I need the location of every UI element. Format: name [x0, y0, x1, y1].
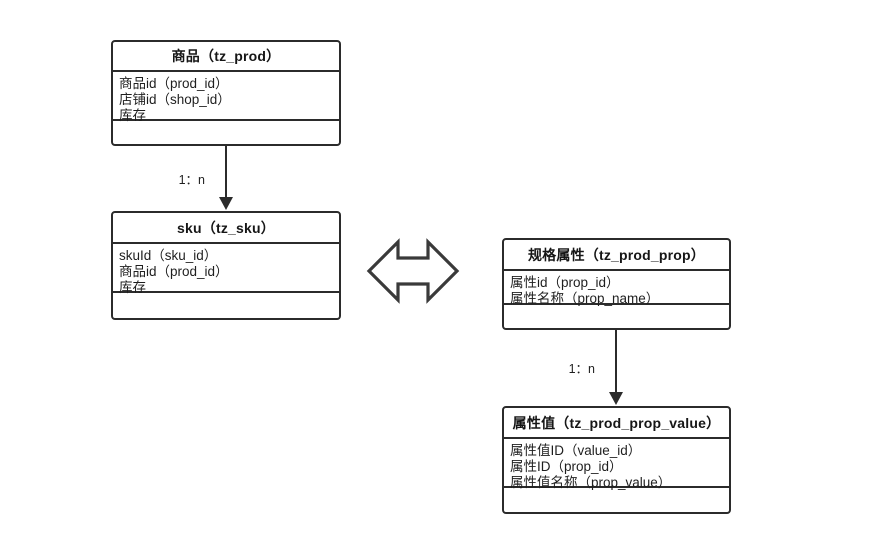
entity-tz-sku-fields: skuId（sku_id） 商品id（prod_id） 库存	[113, 244, 339, 295]
entity-tz-prod-prop-footer	[504, 305, 729, 328]
sku-prop-link-double-arrow	[366, 236, 460, 306]
entity-field: 商品id（prod_id）	[119, 76, 229, 91]
relation-label-prod-sku: 1：n	[178, 173, 205, 187]
relation-arrowhead	[609, 392, 623, 405]
entity-tz-prod-title: 商品（tz_prod）	[113, 42, 339, 72]
entity-tz-prod-prop-value-footer	[504, 488, 729, 512]
entity-tz-sku[interactable]: sku（tz_sku） skuId（sku_id） 商品id（prod_id） …	[111, 211, 341, 320]
entity-tz-prod-prop[interactable]: 规格属性（tz_prod_prop） 属性id（prop_id） 属性名称（pr…	[502, 238, 731, 330]
relation-line	[225, 146, 227, 198]
entity-field: 店铺id（shop_id）	[119, 92, 231, 107]
relation-arrowhead	[219, 197, 233, 210]
entity-tz-prod-prop-fields: 属性id（prop_id） 属性名称（prop_name）	[504, 271, 729, 306]
entity-tz-prod-footer	[113, 121, 339, 144]
entity-tz-sku-footer	[113, 293, 339, 318]
entity-field: 库存	[119, 280, 146, 295]
entity-tz-prod-prop-value-title: 属性值（tz_prod_prop_value）	[504, 408, 729, 439]
entity-tz-prod-prop-title: 规格属性（tz_prod_prop）	[504, 240, 729, 271]
relation-line	[615, 330, 617, 393]
entity-tz-prod-fields: 商品id（prod_id） 店铺id（shop_id） 库存	[113, 72, 339, 123]
entity-field: 属性名称（prop_name）	[510, 291, 660, 306]
relation-prod-to-sku	[219, 146, 233, 211]
entity-tz-sku-title: sku（tz_sku）	[113, 213, 339, 244]
entity-tz-prod-prop-value[interactable]: 属性值（tz_prod_prop_value） 属性值ID（value_id） …	[502, 406, 731, 514]
entity-field: skuId（sku_id）	[119, 248, 218, 263]
relation-prop-to-prop-value	[609, 330, 623, 406]
entity-field: 属性ID（prop_id）	[510, 459, 623, 474]
entity-field: 属性id（prop_id）	[510, 275, 620, 290]
entity-tz-prod[interactable]: 商品（tz_prod） 商品id（prod_id） 店铺id（shop_id） …	[111, 40, 341, 146]
entity-field: 商品id（prod_id）	[119, 264, 229, 279]
entity-field: 属性值名称（prop_value）	[510, 475, 672, 490]
double-headed-arrow-icon	[366, 238, 460, 304]
entity-field: 库存	[119, 108, 146, 123]
entity-tz-prod-prop-value-fields: 属性值ID（value_id） 属性ID（prop_id） 属性值名称（prop…	[504, 439, 729, 490]
entity-field: 属性值ID（value_id）	[510, 443, 642, 458]
relation-label-prop-prop-value: 1：n	[568, 362, 595, 376]
